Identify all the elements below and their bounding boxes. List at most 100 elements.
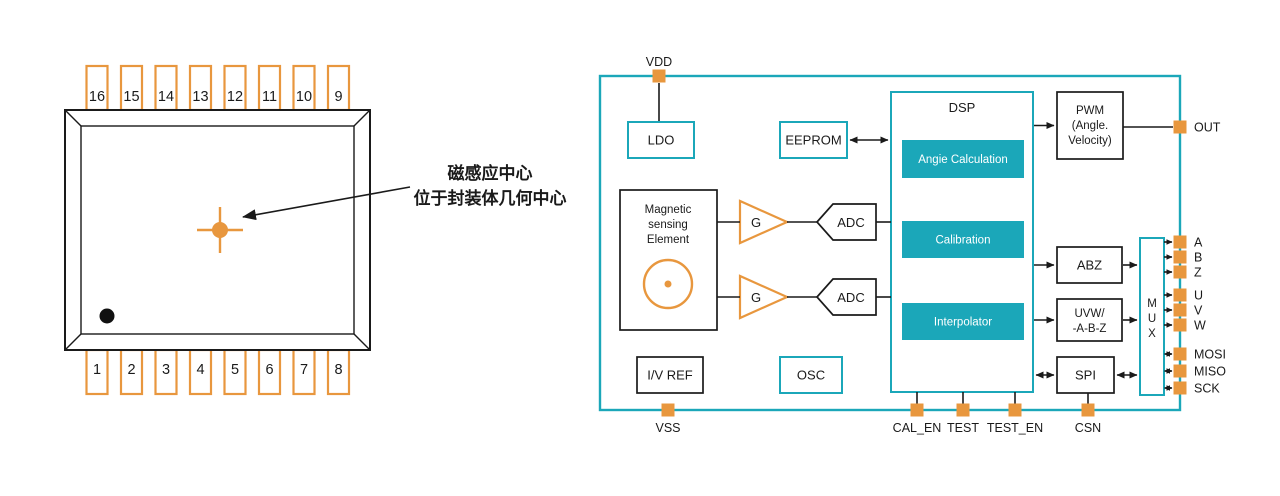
bottom-pin-1-number: 1 — [93, 362, 101, 378]
crosshair-center-dot — [212, 222, 228, 238]
vss-pin-square — [661, 403, 675, 417]
eeprom-block — [779, 121, 848, 159]
bottom-pin-wires — [916, 392, 1089, 404]
mux-label-m: M — [1147, 298, 1157, 310]
bottom-pin-squares — [661, 403, 1095, 417]
bottom-pin-8-number: 8 — [334, 362, 342, 378]
hall-sensor-center-dot — [664, 280, 672, 288]
package-outline-inner — [80, 125, 355, 335]
vss-pin-label: VSS — [655, 421, 680, 435]
iv-ref-label: I/V REF — [647, 368, 693, 383]
angle-calculation-label: Angie Calculation — [918, 154, 1008, 166]
b-pin-label: B — [1194, 251, 1202, 265]
package-top-pins: 16 15 14 13 12 11 10 9 — [85, 64, 351, 112]
package-bottom-pins: 1 2 3 4 5 6 7 8 — [85, 348, 351, 396]
osc-block — [779, 356, 843, 394]
gain-amp-bottom — [738, 274, 790, 320]
miso-pin-square — [1173, 364, 1187, 378]
spi-block — [1056, 356, 1115, 394]
ldo-block — [627, 121, 695, 159]
gain-amp-top — [738, 199, 790, 245]
z-pin-label: Z — [1194, 266, 1202, 280]
calibration-label: Calibration — [936, 235, 991, 247]
top-pin-15-number: 15 — [123, 89, 139, 105]
csn-pin-square — [1081, 403, 1095, 417]
a-pin-square — [1173, 235, 1187, 249]
adc-bottom-label: ADC — [837, 290, 864, 305]
bottom-pin-7-number: 7 — [300, 362, 308, 378]
mux-label-u: U — [1148, 313, 1156, 325]
top-pin-11-number: 11 — [262, 89, 277, 105]
interpolator-block — [902, 303, 1024, 340]
mux-output-wires — [1164, 239, 1173, 391]
test-pin-label: TEST — [947, 421, 979, 435]
uvw-block — [1056, 298, 1123, 342]
magnetic-label-line2: sensing — [648, 219, 688, 231]
magnetic-center-marker — [197, 207, 243, 253]
csn-pin-label: CSN — [1075, 421, 1101, 435]
dsp-label: DSP — [949, 100, 976, 115]
ldo-label: LDO — [648, 133, 675, 148]
v-pin-label: V — [1194, 304, 1203, 318]
vdd-pin-label: VDD — [646, 55, 672, 69]
w-pin-label: W — [1194, 319, 1206, 333]
test-pin-square — [956, 403, 970, 417]
top-pin-10-number: 10 — [296, 89, 312, 105]
testen-pin-label: TEST_EN — [987, 421, 1043, 435]
abz-label: ABZ — [1077, 258, 1102, 273]
magnetic-label-line1: Magnetic — [645, 204, 692, 216]
z-pin-square — [1173, 265, 1187, 279]
package-corner-bl — [64, 333, 82, 351]
top-pin-13-number: 13 — [192, 89, 208, 105]
uvw-label-line2: -A-B-Z — [1073, 323, 1107, 335]
annotation-line1: 磁感应中心 — [448, 163, 533, 183]
package-corner-tr — [353, 109, 371, 127]
sck-pin-label: SCK — [1194, 382, 1220, 396]
pin1-index-dot — [99, 308, 115, 324]
bottom-pin-labels: VSS CAL_EN TEST TEST_EN CSN — [655, 421, 1101, 435]
calibration-block — [902, 221, 1024, 258]
u-pin-label: U — [1194, 289, 1203, 303]
bottom-pin-3-number: 3 — [162, 362, 170, 378]
right-pin-squares — [1173, 235, 1187, 395]
out-pin-label: OUT — [1194, 121, 1221, 135]
pwm-label-line2: (Angle. — [1072, 120, 1108, 132]
chip-package: 16 15 14 13 12 11 10 9 1 2 3 4 5 6 7 8 — [64, 64, 567, 396]
angle-calculation-block — [902, 140, 1024, 178]
pwm-block — [1056, 91, 1124, 160]
mosi-pin-label: MOSI — [1194, 348, 1226, 362]
osc-label: OSC — [797, 368, 825, 383]
vdd-pin-square — [652, 69, 666, 83]
v-pin-square — [1173, 303, 1187, 317]
mux-block — [1139, 237, 1165, 396]
abz-block — [1056, 246, 1123, 284]
sck-pin-square — [1173, 381, 1187, 395]
interpolator-label: Interpolator — [934, 317, 992, 329]
bottom-pin-4-number: 4 — [196, 362, 204, 378]
uvw-label-line1: UVW/ — [1074, 308, 1105, 320]
w-pin-square — [1173, 318, 1187, 332]
top-pin-16-number: 16 — [89, 89, 105, 105]
mosi-pin-square — [1173, 347, 1187, 361]
pwm-label-line1: PWM — [1076, 105, 1104, 117]
signal-chain-wires — [717, 221, 891, 298]
gain-amp-top-label: G — [751, 215, 761, 230]
bottom-pin-6-number: 6 — [265, 362, 273, 378]
calen-pin-square — [910, 403, 924, 417]
gain-amp-bottom-label: G — [751, 290, 761, 305]
a-pin-label: A — [1194, 236, 1203, 250]
spi-label: SPI — [1075, 368, 1096, 383]
out-pin-square — [1173, 120, 1187, 134]
miso-pin-label: MISO — [1194, 365, 1226, 379]
b-pin-square — [1173, 250, 1187, 264]
top-pin-9-number: 9 — [334, 89, 342, 105]
mux-label-x: X — [1148, 328, 1156, 340]
u-pin-square — [1173, 288, 1187, 302]
testen-pin-square — [1008, 403, 1022, 417]
package-corner-tl — [64, 109, 82, 127]
adc-top-label: ADC — [837, 215, 864, 230]
package-corner-br — [353, 333, 371, 351]
annotation-line2: 位于封装体几何中心 — [414, 188, 567, 208]
top-pin-14-number: 14 — [158, 89, 174, 105]
